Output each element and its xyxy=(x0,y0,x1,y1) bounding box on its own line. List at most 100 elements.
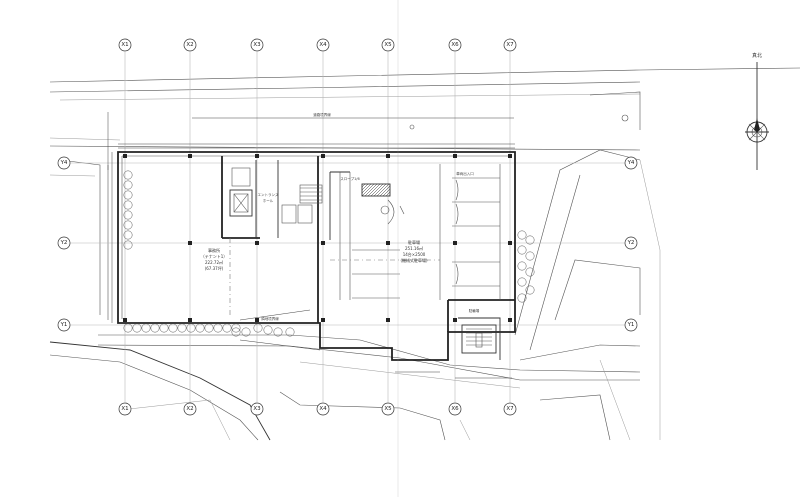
tree-mark xyxy=(285,327,295,337)
hatched-area xyxy=(361,183,391,197)
site-context xyxy=(49,67,800,441)
tree-mark xyxy=(231,323,241,333)
tree-mark xyxy=(123,200,133,210)
road-boundary-label: 道路境界線 xyxy=(313,112,331,117)
column xyxy=(453,241,457,245)
tree-mark xyxy=(141,323,151,333)
column xyxy=(123,154,127,158)
tree-mark xyxy=(195,323,205,333)
room-parking-line2: 251.16㎡ xyxy=(405,245,423,251)
column xyxy=(321,241,325,245)
grid-bubble-x1: X1 xyxy=(118,402,132,416)
tree-mark xyxy=(123,230,133,240)
grid-bubble-label: X2 xyxy=(186,406,193,412)
grid-lines xyxy=(70,52,625,402)
grid-bubble-label: X1 xyxy=(121,406,128,412)
grid-bubble-x3: X3 xyxy=(250,402,264,416)
grid-bubble-x5: X5 xyxy=(381,402,395,416)
tree-mark xyxy=(159,323,169,333)
tree-mark xyxy=(222,323,232,333)
grid-bubble-y2: Y2 xyxy=(624,236,638,250)
grid-bubble-label: X5 xyxy=(384,406,392,412)
room-ramp: スロープ1/6 xyxy=(340,176,359,181)
grid-bubble-label: X2 xyxy=(186,42,193,48)
grid-bubble-x5: X5 xyxy=(381,38,395,52)
tree-mark xyxy=(123,170,133,180)
column xyxy=(123,318,127,322)
room-parking-line4: (機械式駐車場) xyxy=(400,257,428,263)
grid-bubble-label: Y2 xyxy=(60,240,68,246)
tree-mark xyxy=(186,323,196,333)
grid-bubble-label: X6 xyxy=(451,42,459,48)
tree-mark xyxy=(525,251,535,261)
room-tenant-line1: 事務所 xyxy=(208,247,220,253)
grid-bubble-label: X3 xyxy=(253,42,261,48)
grid-bubble-label: X7 xyxy=(506,42,514,48)
parking-stalls xyxy=(339,164,501,300)
north-label: 真北 xyxy=(752,52,762,59)
tree-mark xyxy=(123,220,133,230)
tree-mark xyxy=(517,245,527,255)
grid-bubble-x2: X2 xyxy=(183,402,197,416)
tree-mark xyxy=(204,323,214,333)
room-tenant-line2: （テナント1） xyxy=(201,253,228,259)
column xyxy=(453,154,457,158)
column xyxy=(453,318,457,322)
grid-bubble-label: X1 xyxy=(121,42,128,48)
tree-mark xyxy=(123,190,133,200)
tree-mark xyxy=(123,323,133,333)
grid-bubble-label: X4 xyxy=(319,406,327,412)
grid-bubble-x7: X7 xyxy=(503,402,517,416)
column xyxy=(321,154,325,158)
room-tenant-line4: (67.37坪) xyxy=(205,265,224,271)
tree-mark xyxy=(123,240,133,250)
room-bicycle: 駐輪場 xyxy=(469,308,480,313)
tree-mark xyxy=(253,323,263,333)
grid-bubble-y4: Y4 xyxy=(57,156,71,170)
room-entry: 車両出入口 xyxy=(456,171,474,176)
room-parking-line1: 駐車場 xyxy=(408,239,420,245)
room-tenant-line3: 222.72㎡ xyxy=(205,259,223,265)
room-hall-line2: ホール xyxy=(263,198,274,203)
site-boundary-label: 隣地境界線 xyxy=(261,316,279,321)
grid-bubble-label: X4 xyxy=(319,42,327,48)
tree-mark xyxy=(150,323,160,333)
grid-bubble-x2: X2 xyxy=(183,38,197,52)
column xyxy=(321,318,325,322)
tree-mark xyxy=(132,323,142,333)
tree-mark xyxy=(525,285,535,295)
tree-mark xyxy=(123,210,133,220)
tree-mark xyxy=(517,277,527,287)
grid-bubble-label: X3 xyxy=(253,406,261,412)
column xyxy=(188,318,192,322)
column xyxy=(188,241,192,245)
grid-bubble-y1: Y1 xyxy=(624,318,638,332)
building-walls xyxy=(117,151,516,361)
column xyxy=(255,154,259,158)
grid-bubble-x4: X4 xyxy=(316,38,330,52)
structural-columns xyxy=(123,154,512,322)
column xyxy=(508,154,512,158)
grid-bubble-label: X5 xyxy=(384,42,392,48)
grid-bubble-y4: Y4 xyxy=(624,156,638,170)
grid-bubble-x6: X6 xyxy=(448,402,462,416)
grid-bubble-x1: X1 xyxy=(118,38,132,52)
grid-bubble-y1: Y1 xyxy=(57,318,71,332)
grid-bubble-x3: X3 xyxy=(250,38,264,52)
grid-bubble-label: Y1 xyxy=(627,322,635,328)
column xyxy=(386,241,390,245)
grid-bubble-y2: Y2 xyxy=(57,236,71,250)
tree-mark xyxy=(517,230,527,240)
grid-bubble-label: Y1 xyxy=(60,322,68,328)
tree-mark xyxy=(231,327,241,337)
grid-bubble-x4: X4 xyxy=(316,402,330,416)
column xyxy=(508,318,512,322)
north-arrow: 真北 xyxy=(745,52,769,170)
room-labels: 事務所 （テナント1） 222.72㎡ (67.37坪) 駐車場 251.16㎡… xyxy=(201,112,480,321)
tree-mark xyxy=(525,235,535,245)
column xyxy=(255,318,259,322)
room-hall-line1: エントランス xyxy=(258,192,279,197)
column xyxy=(255,241,259,245)
